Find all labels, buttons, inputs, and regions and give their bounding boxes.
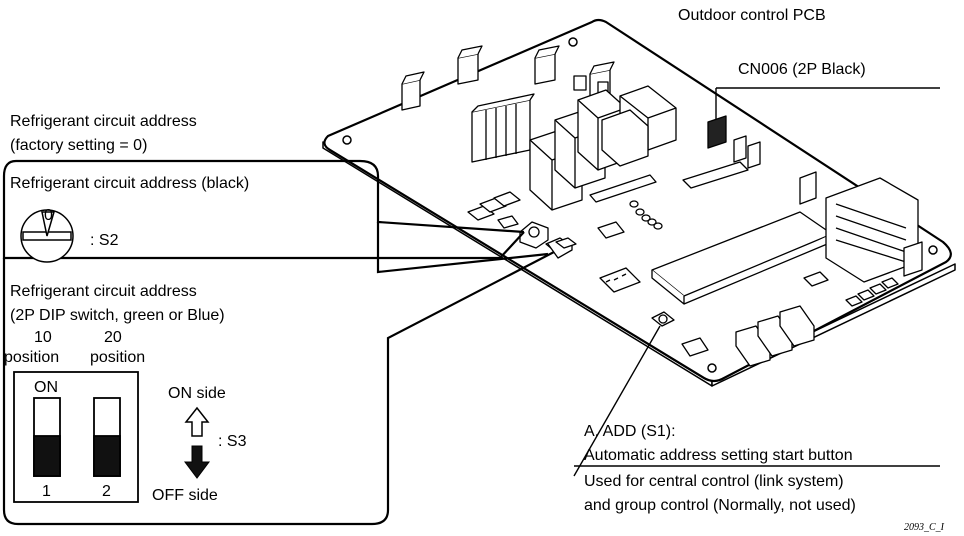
- board-s3: [555, 237, 577, 249]
- rotary-zero-label: 0: [44, 207, 53, 224]
- rotary-switch-icon: [20, 209, 74, 263]
- callout-frames: [2, 159, 555, 526]
- bottom-connectors: [681, 305, 815, 367]
- add-label-line1: A. ADD (S1):: [584, 423, 676, 440]
- capacitors: [629, 200, 663, 230]
- pcb-components: [401, 45, 923, 367]
- dip-switch-icon: [13, 371, 139, 503]
- rca-label-line1: Refrigerant circuit address: [10, 113, 197, 130]
- pos10-label: 10: [34, 329, 52, 346]
- dip-label-line1: Refrigerant circuit address: [10, 283, 197, 300]
- rca-black-label: Refrigerant circuit address (black): [10, 175, 249, 192]
- on-label: ON: [34, 379, 58, 396]
- ic-chips: [467, 161, 833, 305]
- off-side-label: OFF side: [152, 487, 218, 504]
- s2-label: : S2: [90, 232, 119, 249]
- rca-label-line2: (factory setting = 0): [10, 137, 147, 154]
- up-arrow-icon: [184, 406, 210, 437]
- cn006-connector: [707, 115, 761, 169]
- switch-2-label: 2: [102, 483, 111, 500]
- board-s1: [651, 311, 675, 327]
- relays: [529, 85, 677, 211]
- dip-label-line2: (2P DIP switch, green or Blue): [10, 307, 225, 324]
- switch-1-label: 1: [42, 483, 51, 500]
- add-label-line3: Used for central control (link system): [584, 473, 844, 490]
- right-connectors: [799, 171, 923, 307]
- cn006-label: CN006 (2P Black): [738, 61, 866, 78]
- s3-label: : S3: [218, 433, 247, 450]
- on-side-label: ON side: [168, 385, 226, 402]
- down-arrow-icon: [184, 445, 210, 479]
- position-label-a: position: [4, 349, 59, 366]
- position-label-b: position: [90, 349, 145, 366]
- add-label-line2: Automatic address setting start button: [584, 447, 853, 464]
- pos20-label: 20: [104, 329, 122, 346]
- figure-id: 2093_C_I: [904, 522, 945, 533]
- leader-lines: [573, 87, 940, 477]
- finned-connector: [471, 93, 535, 163]
- pcb-title: Outdoor control PCB: [678, 7, 826, 24]
- add-label-line4: and group control (Normally, not used): [584, 497, 856, 514]
